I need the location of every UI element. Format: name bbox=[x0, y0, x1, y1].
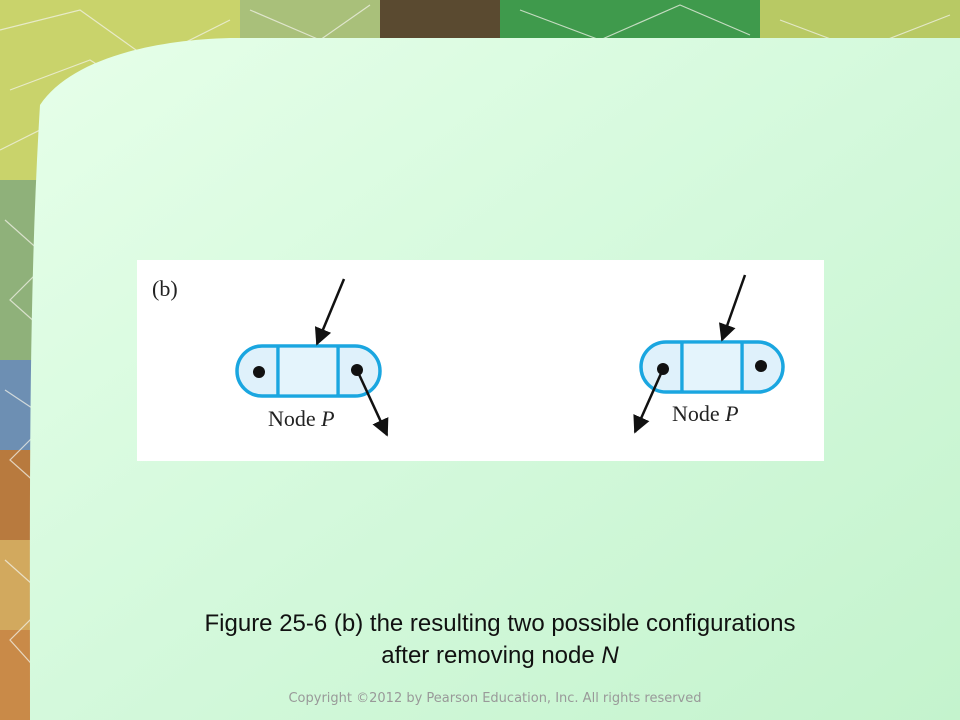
caption-line-1: Figure 25-6 (b) the resulting two possib… bbox=[204, 610, 796, 637]
figure-caption: Figure 25-6 (b) the resulting two possib… bbox=[60, 608, 940, 672]
panel-label: (b) bbox=[152, 276, 178, 301]
node-right-incoming-arrow bbox=[719, 274, 747, 342]
copyright-footer: Copyright ©2012 by Pearson Education, In… bbox=[288, 691, 702, 706]
figure: (b) Node P Node P bbox=[137, 260, 824, 461]
node-left-label: Node P bbox=[268, 406, 335, 431]
node-right-data-cell bbox=[683, 343, 741, 391]
node-right-label: Node P bbox=[672, 401, 739, 426]
node-right-outgoing-arrow bbox=[633, 368, 665, 434]
node-right-next-pointer-dot bbox=[755, 360, 767, 372]
node-right-label-text: Node bbox=[672, 401, 725, 426]
caption-line-2: after removing node N bbox=[60, 640, 940, 672]
node-right-label-var: P bbox=[724, 401, 738, 426]
node-left-incoming-arrow bbox=[314, 278, 346, 346]
node-left-data-cell bbox=[279, 347, 337, 395]
caption-line-2-var: N bbox=[601, 642, 619, 669]
node-left-label-text: Node bbox=[268, 406, 321, 431]
node-left: Node P bbox=[235, 278, 389, 437]
node-left-prev-pointer-dot bbox=[253, 366, 265, 378]
node-left-outgoing-arrow bbox=[355, 369, 389, 437]
caption-line-2-text: after removing node bbox=[381, 642, 602, 669]
node-right: Node P bbox=[633, 274, 785, 434]
node-left-label-var: P bbox=[320, 406, 334, 431]
